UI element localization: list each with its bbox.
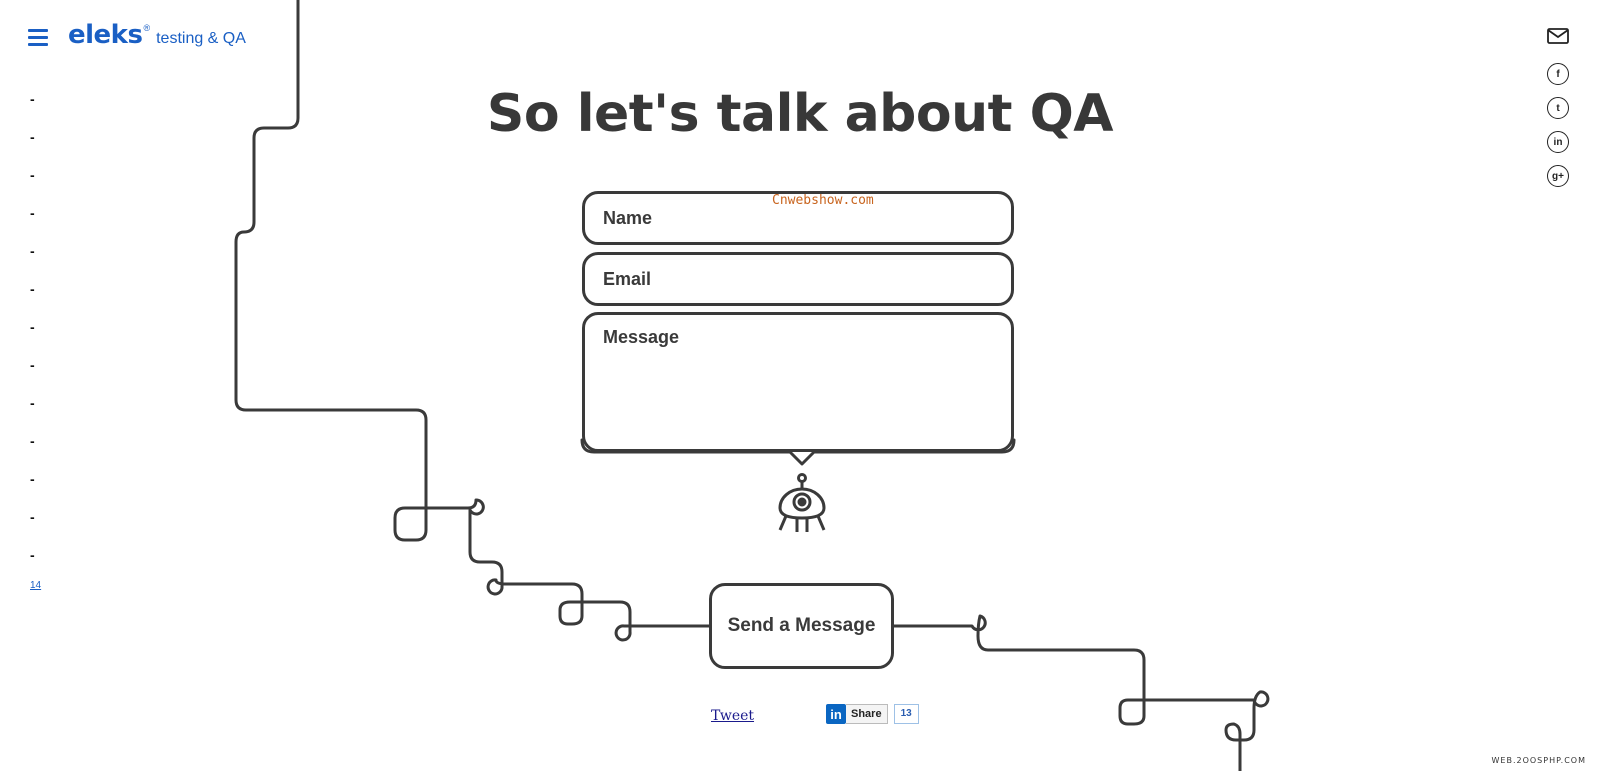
nav-item[interactable]: - <box>30 471 35 487</box>
nav-item[interactable]: - <box>30 395 35 411</box>
linkedin-share-label: Share <box>846 704 888 724</box>
logo-wordmark: eleks <box>68 20 143 50</box>
twitter-icon[interactable]: t <box>1547 97 1569 119</box>
google-plus-icon[interactable]: g+ <box>1547 165 1569 187</box>
footer-watermark: WEB.2OOSPHP.COM <box>1491 756 1586 765</box>
nav-item[interactable]: - <box>30 167 35 183</box>
tweet-link[interactable]: Tweet <box>711 708 755 724</box>
message-field[interactable] <box>582 312 1014 452</box>
nav-item[interactable]: - <box>30 281 35 297</box>
site-header: eleks ® testing & QA <box>28 20 246 50</box>
page-title: So let's talk about QA <box>486 84 1114 144</box>
send-message-button[interactable]: Send a Message <box>709 583 894 669</box>
name-field[interactable] <box>582 191 1014 245</box>
social-links: f t in g+ <box>1547 28 1573 199</box>
nav-item[interactable]: - <box>30 547 35 563</box>
nav-item-14[interactable]: 14 <box>30 580 42 591</box>
hamburger-menu-icon[interactable] <box>28 29 48 47</box>
email-field[interactable] <box>582 252 1014 306</box>
linkedin-share-count: 13 <box>893 704 919 724</box>
nav-item[interactable]: - <box>30 509 35 525</box>
watermark-text: Cnwebshow.com <box>772 193 874 208</box>
nav-item[interactable]: - <box>30 357 35 373</box>
side-nav: - - - - - - - - - - - - - 14 <box>30 92 60 591</box>
facebook-icon[interactable]: f <box>1547 63 1569 85</box>
linkedin-logo-icon: in <box>826 704 846 724</box>
logo[interactable]: eleks ® testing & QA <box>68 20 246 50</box>
nav-item[interactable]: - <box>30 433 35 449</box>
nav-item[interactable]: - <box>30 91 35 107</box>
nav-item[interactable]: - <box>30 319 35 335</box>
linkedin-share-button[interactable]: in Share 13 <box>826 704 919 724</box>
logo-registered-mark: ® <box>143 23 151 33</box>
nav-item[interactable]: - <box>30 243 35 259</box>
nav-item[interactable]: - <box>30 129 35 145</box>
robot-mascot-icon <box>778 473 826 532</box>
mail-icon[interactable] <box>1547 28 1569 44</box>
logo-subtitle: testing & QA <box>156 30 246 47</box>
linkedin-icon[interactable]: in <box>1547 131 1569 153</box>
nav-item[interactable]: - <box>30 205 35 221</box>
